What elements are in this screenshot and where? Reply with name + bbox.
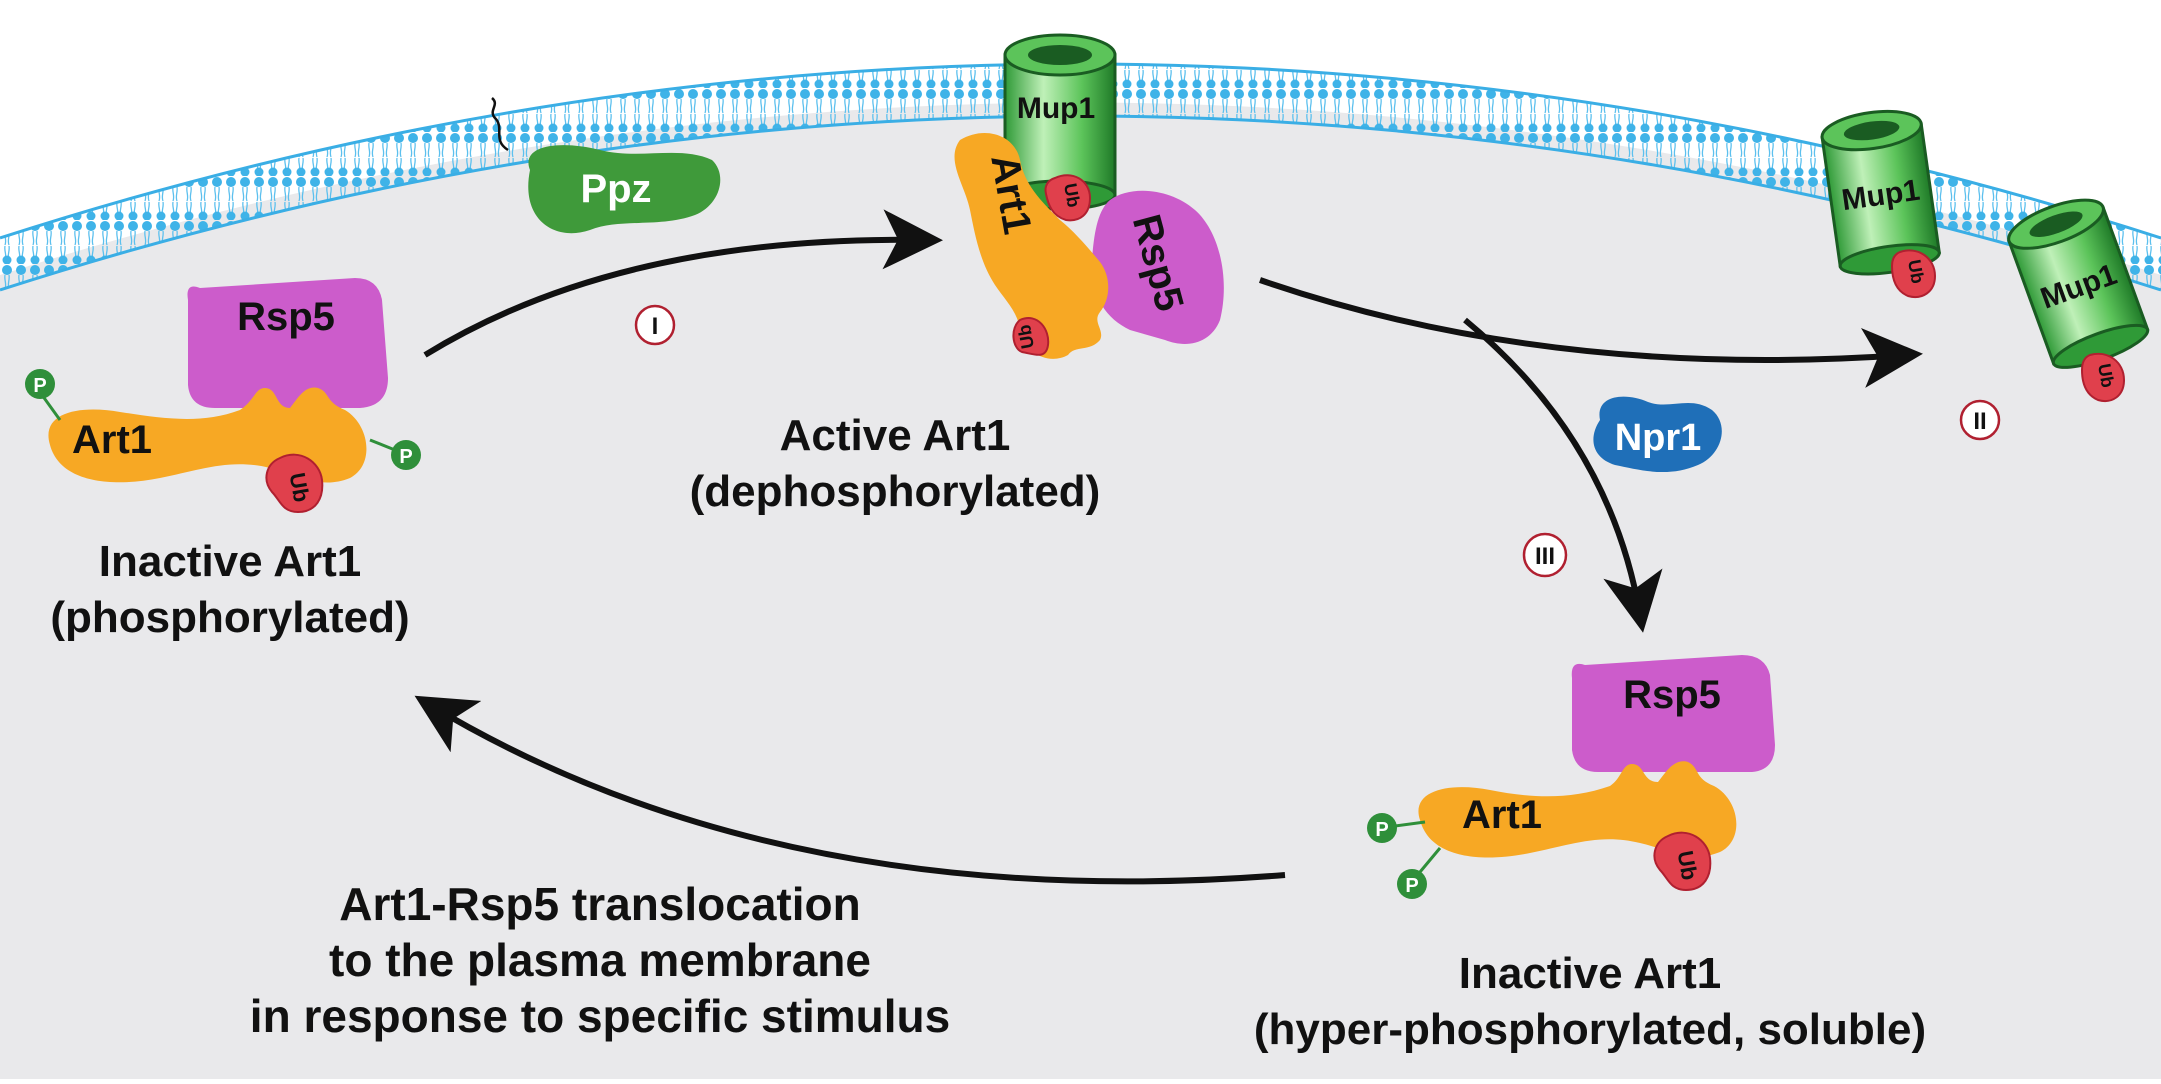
art1-label: Art1	[72, 418, 152, 462]
art1-label: Art1	[1462, 793, 1542, 837]
svg-text:Ub: Ub	[1014, 323, 1038, 350]
active-art1-title: Active Art1	[780, 411, 1011, 460]
step-i-marker: I	[634, 304, 676, 346]
hyperphosphorylated-art1-complex: Rsp5 Art1 P P Ub	[1367, 655, 1775, 899]
rsp5-shape	[1571, 655, 1775, 772]
plasma-membrane	[0, 64, 2161, 290]
active-art1-complex: Mup1 Ub Rsp5 Art1 Ub	[954, 33, 1224, 359]
svg-text:P: P	[399, 446, 412, 468]
svg-text:Ub: Ub	[1904, 258, 1928, 285]
inactive-art1-complex: Rsp5 Art1 P P Ub	[25, 278, 421, 514]
phosphate-icon	[25, 369, 55, 399]
step-iii-marker: III	[1522, 532, 1568, 578]
ubiquitin-icon	[2080, 352, 2126, 402]
ubiquitin-icon	[1044, 174, 1092, 222]
svg-text:Ub: Ub	[1673, 849, 1703, 882]
arrow-step-iii	[1463, 317, 1663, 633]
svg-text:II: II	[1973, 408, 1986, 435]
phosphate-icon	[1397, 869, 1427, 899]
phosphate-icon	[1367, 813, 1397, 843]
arrow-step-i	[423, 209, 943, 358]
rsp5-shape	[1091, 190, 1224, 344]
hyper-art1-title: Inactive Art1	[1459, 949, 1721, 998]
art1-shape	[1418, 761, 1737, 858]
npr1-label: Npr1	[1615, 417, 1702, 459]
svg-text:Ub: Ub	[285, 471, 315, 504]
rsp5-label: Rsp5	[1623, 673, 1721, 717]
svg-text:P: P	[1375, 819, 1388, 841]
rsp5-shape	[187, 278, 388, 408]
svg-text:Ub: Ub	[1060, 182, 1084, 209]
phosphate-icon	[391, 440, 421, 470]
step-ii-marker: II	[1959, 399, 2001, 441]
mup1-transporter-tilted-2: Mup1	[2007, 198, 2150, 369]
svg-text:I: I	[652, 313, 659, 340]
svg-text:P: P	[1405, 875, 1418, 897]
ubiquitin-icon	[1012, 317, 1050, 356]
mup1-transporter-tilted-1: Mup1	[1820, 109, 1941, 276]
inactive-art1-subtitle: (phosphorylated)	[50, 593, 409, 642]
ubiquitin-icon	[265, 453, 324, 514]
translocation-caption-line1: Art1-Rsp5 translocation	[339, 878, 860, 930]
translocation-caption-line2: to the plasma membrane	[329, 934, 871, 986]
ubiquitin-icon	[1890, 249, 1937, 298]
npr1-kinase: Npr1	[1593, 396, 1722, 473]
art1-shape	[954, 132, 1109, 359]
svg-text:P: P	[33, 375, 46, 397]
svg-text:Ub: Ub	[2094, 362, 2118, 389]
svg-text:Mup1: Mup1	[1017, 92, 1095, 125]
rsp5-label: Rsp5	[237, 295, 335, 339]
active-art1-subtitle: (dephosphorylated)	[690, 467, 1101, 516]
ppz-phosphatase: Ppz	[491, 97, 721, 234]
inactive-art1-title: Inactive Art1	[99, 537, 361, 586]
arrow-translocation	[414, 695, 1286, 885]
arrow-step-ii	[1259, 277, 1923, 388]
translocation-caption-line3: in response to specific stimulus	[250, 990, 950, 1042]
ppz-label: Ppz	[580, 167, 651, 211]
ubiquitin-icon	[1653, 831, 1712, 892]
svg-text:III: III	[1535, 543, 1555, 570]
hyper-art1-subtitle: (hyper-phosphorylated, soluble)	[1254, 1005, 1926, 1054]
